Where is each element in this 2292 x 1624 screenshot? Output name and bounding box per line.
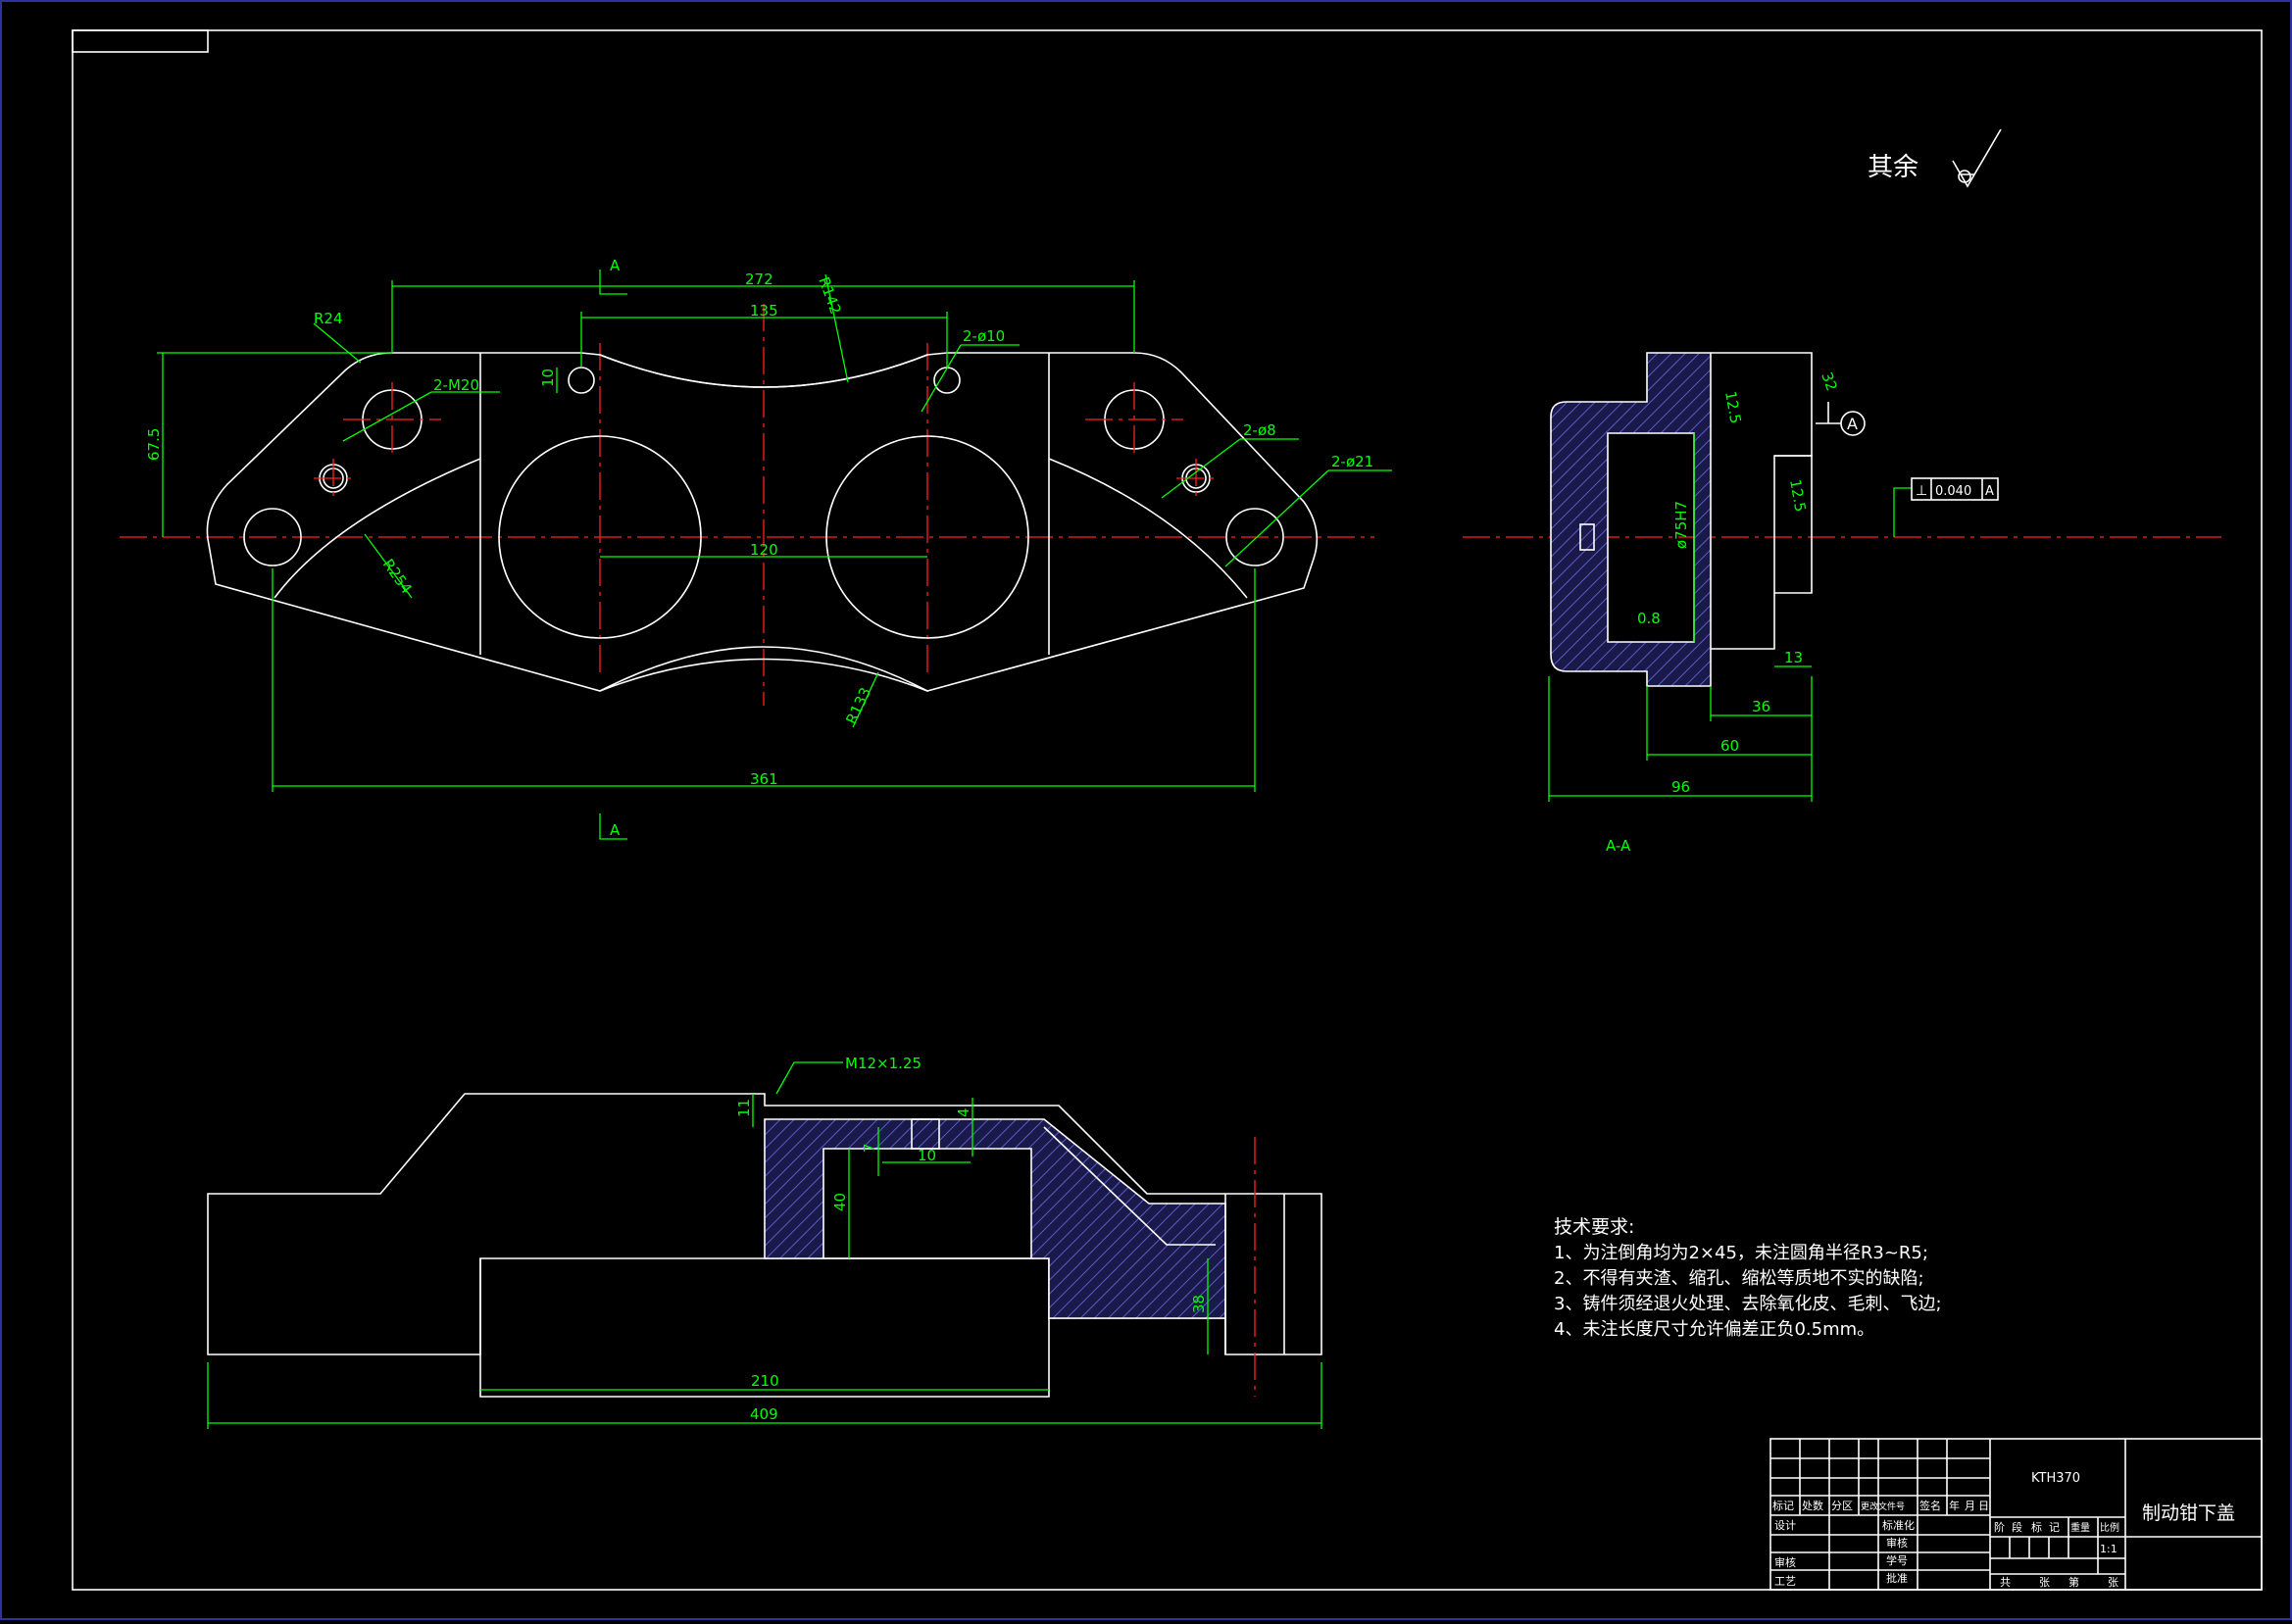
tb-stage-1: 阶 <box>1994 1520 2005 1534</box>
tech-line-1: 1、为注倒角均为2×45，未注圆角半径R3~R5; <box>1554 1243 1928 1263</box>
tb-role-review: 审核 <box>1774 1555 1796 1569</box>
tol-datum: A <box>1985 484 1994 499</box>
tb-header-fenqu: 分区 <box>1831 1500 1853 1512</box>
dim-38: 38 <box>1190 1295 1208 1313</box>
bottom-hatch <box>764 1118 1226 1354</box>
label-2-m20: 2-M20 <box>433 376 479 394</box>
section-title: A-A <box>1606 837 1631 855</box>
tb-header-sign: 签名 <box>1919 1499 1941 1512</box>
piston-bore-right <box>825 435 1029 639</box>
dim-96: 96 <box>1671 778 1690 796</box>
tol-perpendicular-icon: ⊥ <box>1916 483 1927 499</box>
dim-11: 11 <box>735 1099 753 1117</box>
thread-m12: M12×1.25 <box>845 1055 922 1072</box>
radius-r24: R24 <box>314 310 343 327</box>
tb-sheet2: 张 <box>2108 1576 2118 1589</box>
roughness-12-5-a: 12.5 <box>1721 390 1745 425</box>
dim-10: 10 <box>539 369 557 387</box>
technical-requirements: 技术要求: 1、为注倒角均为2×45，未注圆角半径R3~R5; 2、不得有夹渣、… <box>1554 1216 1942 1340</box>
tb-sheet1: 张 <box>2039 1576 2050 1589</box>
dim-4: 4 <box>955 1107 972 1117</box>
tb-stage-4: 记 <box>2049 1521 2060 1534</box>
dim-135: 135 <box>750 302 778 320</box>
title-block: KTH370 制动钳下盖 标记 处数 分区 更改文件号 签名 年 月 日 设计 … <box>1769 1438 2263 1591</box>
part-name: 制动钳下盖 <box>2142 1502 2235 1524</box>
tb-role-design: 设计 <box>1774 1519 1796 1532</box>
top-view: 272 135 361 120 67.5 10 R24 R142 R133 R2… <box>120 257 1392 840</box>
tb-stage-3: 标 <box>2031 1520 2042 1534</box>
dim-7: 7 <box>861 1143 878 1153</box>
dim-120: 120 <box>750 541 778 559</box>
top-dimensions: 272 135 361 120 67.5 10 R24 R142 R133 R2… <box>145 257 1392 840</box>
section-marker-bottom: A <box>610 821 621 839</box>
radius-r142: R142 <box>815 274 844 317</box>
roughness-32: 32 <box>1818 369 1840 393</box>
tb-header-file: 更改文件号 <box>1861 1501 1905 1512</box>
label-2-phi21: 2-ø21 <box>1331 453 1373 470</box>
tolerance-frame <box>1911 477 1999 501</box>
tb-scale-value: 1:1 <box>2100 1543 2118 1555</box>
roughness-12-5-b: 12.5 <box>1786 478 1810 514</box>
dim-67-5: 67.5 <box>145 428 163 461</box>
tb-role-standard: 标准化 <box>1882 1518 1915 1532</box>
tb-header-day: 日 <box>1978 1500 1989 1512</box>
dim-bore-75: ø75H7 <box>1672 501 1690 549</box>
dim-272: 272 <box>745 271 773 288</box>
tb-header-month: 月 <box>1965 1500 1975 1512</box>
tb-weight: 重量 <box>2070 1521 2090 1534</box>
roughness-symbol-icon <box>1952 128 2002 188</box>
surface-finish-note: 其余 <box>1868 128 2002 188</box>
tol-value: 0.040 <box>1935 484 1971 499</box>
tb-scale-label: 比例 <box>2100 1521 2119 1534</box>
tb-role-process: 工艺 <box>1774 1575 1796 1588</box>
tb-role-review2: 审核 <box>1886 1536 1908 1550</box>
bottom-view: 210 409 40 38 11 7 4 10 M12×1.25 <box>207 1055 1322 1429</box>
caliper-outline <box>206 352 1319 692</box>
tech-title: 技术要求: <box>1554 1216 1634 1238</box>
tech-line-3: 3、铸件须经退火处理、去除氧化皮、毛刺、飞边; <box>1554 1294 1942 1314</box>
roughness-0-8: 0.8 <box>1637 610 1661 627</box>
dim-60: 60 <box>1720 737 1739 755</box>
tech-line-2: 2、不得有夹渣、缩孔、缩松等质地不实的缺陷; <box>1554 1268 1924 1289</box>
tb-number: 第 <box>2068 1575 2079 1589</box>
label-2-phi10: 2-ø10 <box>963 327 1005 345</box>
drawing-border <box>72 29 2263 1591</box>
tb-header-chushu: 处数 <box>1802 1500 1823 1512</box>
corner-box <box>72 29 209 53</box>
radius-r133: R133 <box>842 685 874 727</box>
tech-line-4: 4、未注长度尺寸允许偏差正负0.5mm。 <box>1554 1319 1874 1340</box>
tb-header-biaoji: 标记 <box>1772 1499 1794 1512</box>
tb-stage-2: 段 <box>2012 1520 2022 1534</box>
dim-409: 409 <box>750 1405 778 1423</box>
tb-role-student-id: 学号 <box>1886 1553 1908 1567</box>
datum-a-label: A <box>1847 415 1858 433</box>
dim-36: 36 <box>1752 698 1770 715</box>
radius-r254: R254 <box>379 556 416 597</box>
tb-role-approve: 批准 <box>1886 1571 1908 1585</box>
label-2-phi8: 2-ø8 <box>1243 421 1276 439</box>
dim-10-bottom: 10 <box>918 1147 936 1164</box>
dim-40: 40 <box>831 1193 849 1211</box>
surface-finish-label: 其余 <box>1868 153 1918 182</box>
datum-a-circle <box>1840 411 1866 436</box>
piston-bore-left <box>498 435 702 639</box>
tb-total: 共 <box>2000 1576 2011 1589</box>
dim-361: 361 <box>750 770 778 788</box>
section-marker-top: A <box>610 257 621 274</box>
tb-header-year: 年 <box>1949 1499 1960 1512</box>
dim-210: 210 <box>751 1372 779 1390</box>
dim-13: 13 <box>1784 649 1803 666</box>
drawing-code: KTH370 <box>2031 1471 2080 1486</box>
section-view-a-a: ø75H7 96 60 36 13 32 12.5 12.5 0.8 A ⊥ 0… <box>1463 352 2221 855</box>
